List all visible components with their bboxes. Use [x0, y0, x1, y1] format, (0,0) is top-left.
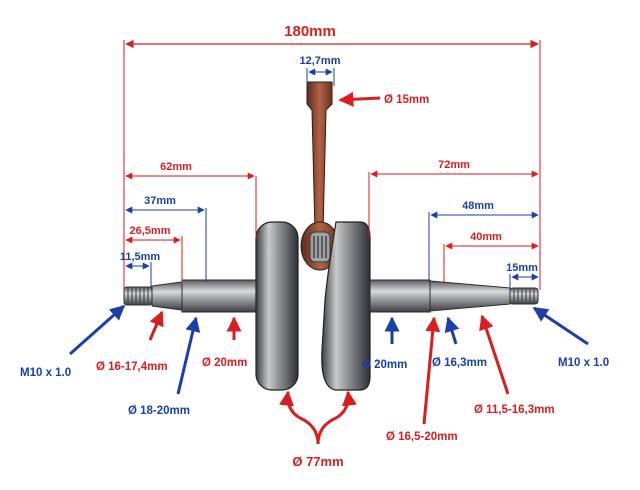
left-bearing-label: Ø 20mm: [202, 357, 247, 369]
right-taper-label: Ø 11,5-16,3mm: [474, 404, 555, 416]
pointer-arrows: [69, 91, 589, 445]
crankshaft: [123, 81, 539, 391]
right-seat-label: Ø 16,5-20mm: [386, 431, 458, 443]
overall-length-label: 180mm: [284, 23, 336, 40]
dim-40-label: 40mm: [470, 231, 502, 243]
rod-width-label: 12,7mm: [300, 55, 341, 67]
dim-15-label: 15mm: [506, 262, 538, 274]
left-flywheel: [255, 221, 299, 391]
left-thread-label: M10 x 1.0: [20, 367, 71, 379]
right-thread: [509, 287, 539, 305]
dim-11-5-label: 11,5mm: [120, 251, 161, 263]
right-taper: [429, 280, 511, 312]
dim-62-label: 62mm: [160, 161, 192, 173]
right-thread-label: M10 x 1.0: [558, 357, 609, 369]
right-shaft: [369, 279, 431, 313]
dim-72-label: 72mm: [438, 159, 470, 171]
connecting-rod: [306, 81, 333, 233]
dim-26-5-label: 26,5mm: [130, 225, 171, 237]
right-shaft-label: Ø 16,3mm: [432, 357, 487, 369]
flywheel-label: Ø 77mm: [292, 454, 343, 469]
left-taper: [151, 281, 183, 311]
dim-48-label: 48mm: [462, 200, 494, 212]
dimension-lines: [123, 39, 541, 290]
left-shaft: [181, 279, 263, 313]
dim-37-label: 37mm: [144, 195, 176, 207]
rod-small-end-label: Ø 15mm: [384, 94, 429, 106]
left-taper-label: Ø 16-17,4mm: [96, 361, 168, 373]
left-shaft-label: Ø 18-20mm: [128, 405, 190, 417]
right-bearing-label: Ø 20mm: [362, 359, 407, 371]
